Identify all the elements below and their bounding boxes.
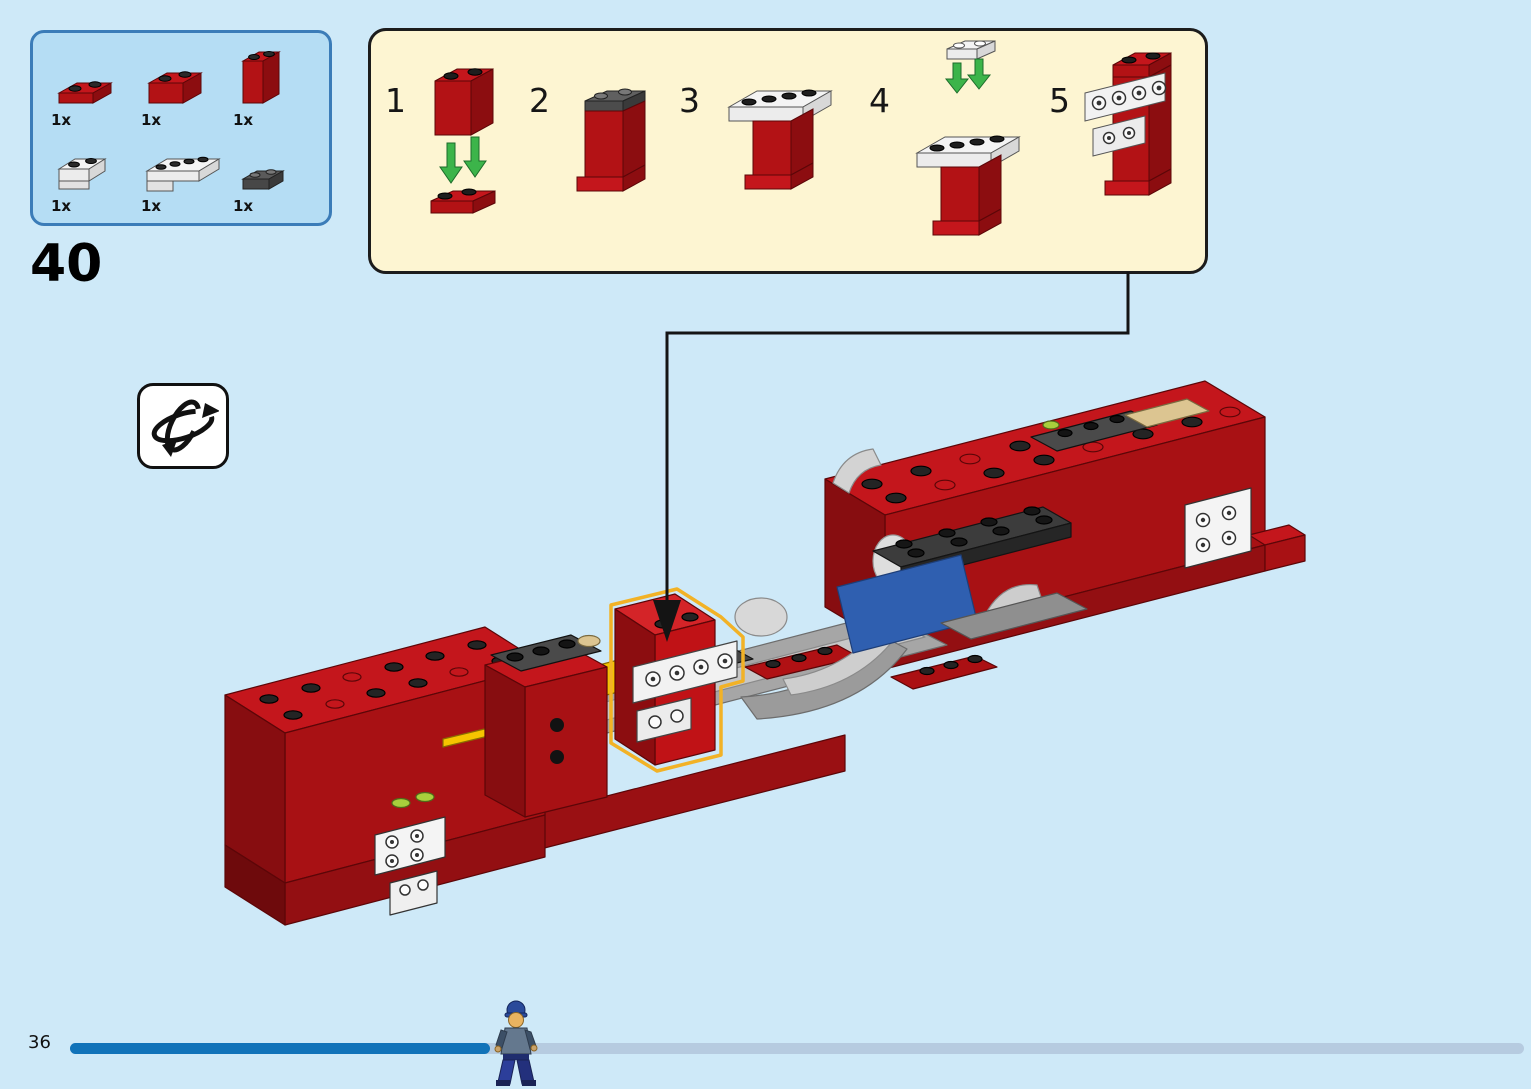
substep-3: 3 xyxy=(679,31,839,271)
substep-number: 1 xyxy=(385,81,406,120)
substep-number: 5 xyxy=(1049,81,1070,120)
part-count: 1x xyxy=(51,111,72,129)
substep-number: 2 xyxy=(529,81,550,120)
part-count: 1x xyxy=(233,197,254,215)
dark-gray-plate-1x2-icon xyxy=(241,169,285,190)
part-count: 1x xyxy=(51,197,72,215)
substeps-callout: 1 2 3 xyxy=(368,28,1208,274)
white-bracket-1x4-icon xyxy=(145,156,221,192)
substep-4: 4 xyxy=(869,31,1029,271)
part-count: 1x xyxy=(233,111,254,129)
red-brick-1x2x2-icon xyxy=(241,51,281,104)
down-arrow-icon xyxy=(439,142,463,184)
part-red-plate-1x2: 1x xyxy=(45,43,135,129)
substep-1-art xyxy=(430,68,496,214)
part-count: 1x xyxy=(141,111,162,129)
down-arrow-icon xyxy=(463,136,487,178)
white-bracket-1x2-icon xyxy=(57,158,107,190)
substep-number: 3 xyxy=(679,81,700,120)
red-brick-1x2-icon xyxy=(147,71,203,104)
substep-3-art xyxy=(727,89,833,190)
down-arrow-icon xyxy=(944,62,970,94)
substep-2: 2 xyxy=(529,31,689,271)
step-number: 40 xyxy=(30,234,103,294)
progress-bar-fill xyxy=(70,1043,490,1054)
part-white-bracket-1x4: 1x xyxy=(135,129,227,215)
minifigure-progress-marker xyxy=(494,1000,538,1086)
model-illustration xyxy=(224,380,1306,926)
rotate-model-glyph xyxy=(151,399,219,457)
part-red-brick-1x2: 1x xyxy=(135,43,227,129)
substep-2-art xyxy=(576,88,646,192)
part-dark-gray-plate-1x2: 1x xyxy=(227,129,317,215)
progress-bar-track xyxy=(70,1043,1524,1054)
substep-5-art xyxy=(1084,52,1172,196)
model-left-section xyxy=(224,626,608,926)
substep-1: 1 xyxy=(385,31,545,271)
parts-list-panel: 1x 1x 1x 1x xyxy=(30,30,332,226)
substep-4-art xyxy=(915,40,1021,236)
part-count: 1x xyxy=(141,197,162,215)
down-arrow-icon xyxy=(966,58,992,90)
substep-5: 5 xyxy=(1049,31,1209,271)
model-highlighted-part xyxy=(609,587,745,773)
substep-number: 4 xyxy=(869,81,890,120)
page-number: 36 xyxy=(28,1032,51,1053)
rotate-model-icon xyxy=(137,383,229,469)
part-white-bracket-1x2: 1x xyxy=(45,129,135,215)
red-plate-1x2-icon xyxy=(57,81,113,104)
part-red-brick-1x2x2: 1x xyxy=(227,43,317,129)
